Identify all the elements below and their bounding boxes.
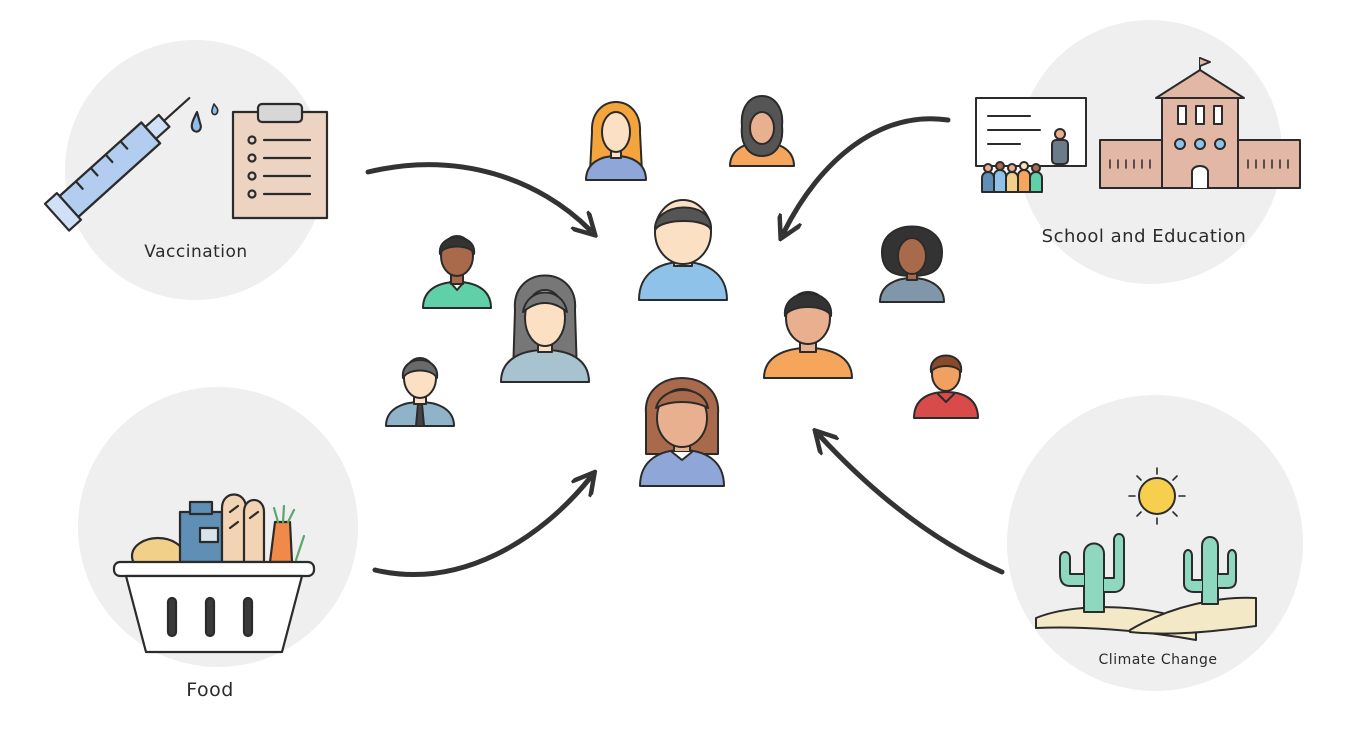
- topic-school: School and Education: [975, 20, 1301, 284]
- climate-label: Climate Change: [1099, 652, 1218, 668]
- person-long-hair-woman: [500, 274, 590, 383]
- arrow-food: [372, 478, 590, 577]
- desert-icon: [1035, 467, 1257, 641]
- person-dark-woman: [879, 225, 945, 303]
- topic-food: Food: [78, 387, 358, 701]
- person-blonde-woman: [585, 101, 647, 181]
- arrow-vaccination: [365, 162, 590, 230]
- person-orange-man: [763, 291, 853, 379]
- clipboard-icon: [231, 102, 329, 220]
- person-suit-man: [385, 357, 455, 427]
- vaccination-label: Vaccination: [144, 242, 247, 262]
- grocery-basket-icon: [112, 493, 316, 654]
- person-center-woman: [639, 377, 725, 487]
- arrow-climate: [820, 436, 1005, 575]
- food-label: Food: [186, 679, 234, 701]
- person-hoodie-boy: [913, 354, 979, 419]
- climate-circle: [1007, 395, 1303, 691]
- person-center-man: [638, 199, 728, 301]
- person-hijab-woman: [729, 95, 795, 167]
- topic-climate: Climate Change: [1007, 395, 1303, 691]
- school-building-icon: [1099, 57, 1301, 189]
- people-group: [385, 95, 979, 487]
- classroom-icon: [975, 97, 1087, 193]
- school-label: School and Education: [1042, 226, 1247, 247]
- syringe-icon: [43, 96, 219, 232]
- person-polo-man: [422, 235, 492, 309]
- topic-vaccination: Vaccination: [43, 40, 329, 300]
- arrows: [365, 116, 1005, 577]
- arrow-school: [784, 116, 951, 232]
